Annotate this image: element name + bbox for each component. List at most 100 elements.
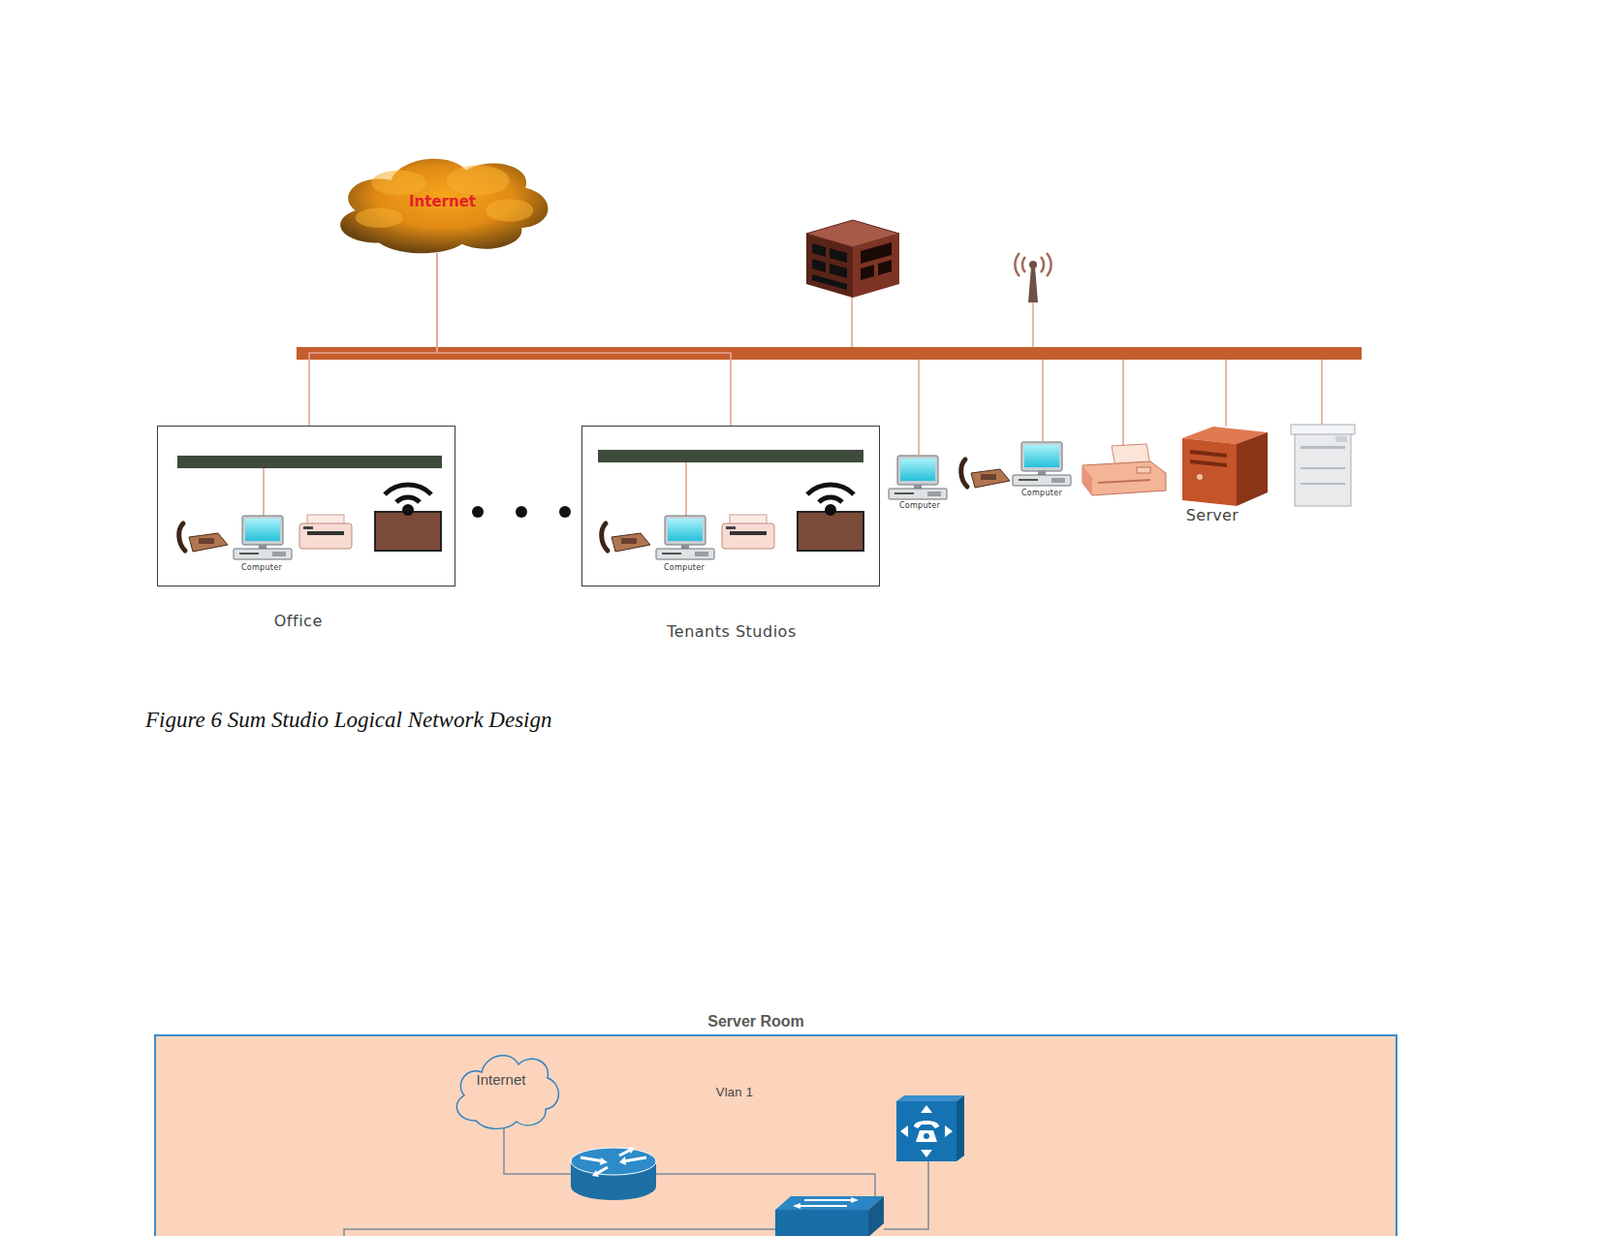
wireless-antenna-part-part — [1040, 256, 1044, 273]
drop-line-part — [850, 295, 853, 347]
pbx-icon-part — [896, 1095, 965, 1101]
device-label: Server — [1186, 505, 1239, 525]
cloud-shape — [340, 158, 548, 254]
pbx-icon-part-part — [920, 1104, 933, 1113]
tenant-studio-box: Tenants Studios — [581, 425, 880, 587]
node-label: Internet — [476, 1070, 527, 1088]
switch-icon-part — [775, 1209, 869, 1236]
device-label: Computer — [1021, 488, 1063, 498]
server-tower-part — [1190, 459, 1227, 468]
fax-icon — [1082, 443, 1166, 496]
wifi-router-icon — [797, 484, 864, 551]
internet-cloud: Internet — [319, 145, 565, 258]
office-box: Office — [156, 425, 456, 587]
server-cube-part — [829, 263, 848, 279]
ellipsis-dots — [471, 505, 571, 518]
network-link — [309, 252, 438, 426]
server-room-panel — [154, 1034, 1398, 1236]
server-cube-part — [806, 233, 853, 298]
router-icon-part — [570, 1172, 657, 1200]
server-tower — [1182, 426, 1268, 506]
device-label: Computer — [663, 563, 705, 572]
copier-icon-part — [1300, 482, 1346, 485]
server-room-wire-part — [883, 1160, 929, 1229]
phone-icon — [601, 523, 651, 552]
drop-line-part — [917, 359, 920, 455]
wireless-antenna-part-part — [1022, 256, 1026, 273]
ellipsis-dots-part — [471, 505, 484, 518]
router-icon-part — [580, 1149, 647, 1174]
server-cube — [806, 219, 900, 298]
server-cube-part — [812, 274, 848, 290]
router-icon — [570, 1146, 657, 1200]
server-cube-part — [829, 248, 848, 263]
server-room-wire-part — [344, 1228, 778, 1236]
server-tower-part — [1236, 432, 1268, 506]
vlan-label: Vlan 1 — [716, 1084, 754, 1099]
pbx-icon-part-part — [920, 1149, 933, 1158]
computer-icon — [1012, 441, 1071, 486]
server-room-wire — [344, 1124, 929, 1236]
router-icon-part-part — [623, 1157, 647, 1161]
copier-icon-part — [1300, 467, 1346, 470]
server-cube-part — [812, 243, 826, 257]
figure-caption: Figure 6 Sum Studio Logical Network Desi… — [145, 707, 553, 733]
copier-icon-part — [1300, 445, 1346, 449]
wireless-antenna-part — [1029, 260, 1037, 269]
cloud-highlight — [355, 207, 404, 228]
drop-line-part — [1320, 359, 1323, 425]
pbx-icon-part — [923, 1132, 930, 1139]
switch-icon-part-part — [798, 1204, 848, 1207]
switch-icon-part — [868, 1195, 884, 1236]
fax-icon-part — [1082, 461, 1166, 496]
drop-line-part — [262, 468, 265, 516]
switch-icon-part — [775, 1195, 884, 1210]
pbx-icon-part-part — [913, 1120, 940, 1129]
wireless-antenna-part-part — [1014, 252, 1020, 277]
wireless-antenna-part — [1028, 266, 1038, 303]
fax-icon-part — [1136, 467, 1151, 473]
server-cube-part — [860, 264, 875, 281]
server-cube-part — [852, 233, 900, 298]
printer-icon — [299, 514, 352, 549]
server-tower-part — [1190, 449, 1227, 458]
drop-line-part — [1032, 302, 1035, 347]
switch-icon-part-part — [850, 1196, 859, 1203]
pbx-icon-part — [956, 1095, 965, 1161]
wireless-antenna-part — [1014, 252, 1051, 277]
copier-icon-part — [1294, 432, 1351, 506]
internet-cloud: Internet — [446, 1044, 567, 1132]
router-icon-part — [592, 1146, 635, 1177]
wireless-antenna-part-part — [1046, 252, 1052, 277]
copier-icon-part — [1335, 436, 1348, 442]
server-room-panel: Server RoomInternet — [154, 1034, 1398, 1236]
node-label: Office — [274, 611, 323, 630]
wireless-antenna — [1014, 252, 1051, 303]
node-label: Tenants Studios — [666, 622, 796, 641]
router-icon-part-part — [599, 1157, 608, 1165]
router-icon-part-part — [619, 1156, 627, 1165]
pbx-icon-part — [896, 1100, 957, 1161]
server-cube-part — [860, 242, 892, 264]
switch-icon-part-part — [792, 1202, 801, 1209]
server-cube-part — [878, 259, 892, 276]
node-label: Internet — [408, 192, 476, 211]
server-room-wire-part — [503, 1124, 574, 1174]
cloud-highlight — [446, 165, 510, 196]
cloud-highlight — [371, 170, 427, 196]
router-icon-part-part — [596, 1166, 608, 1174]
router-icon-part-part — [627, 1146, 635, 1154]
network-link — [437, 252, 731, 426]
computer-icon — [888, 455, 947, 500]
pbx-icon-part-part — [915, 1129, 938, 1142]
fax-icon-part — [1082, 465, 1093, 496]
drop-line-part — [1122, 359, 1125, 446]
switch-icon-part — [792, 1196, 859, 1209]
drop-line — [263, 295, 1322, 516]
drop-line-part — [1224, 359, 1227, 427]
pbx-icon-part-part — [900, 1125, 909, 1137]
router-icon-part-part — [580, 1157, 604, 1161]
router-icon-part — [570, 1147, 657, 1175]
